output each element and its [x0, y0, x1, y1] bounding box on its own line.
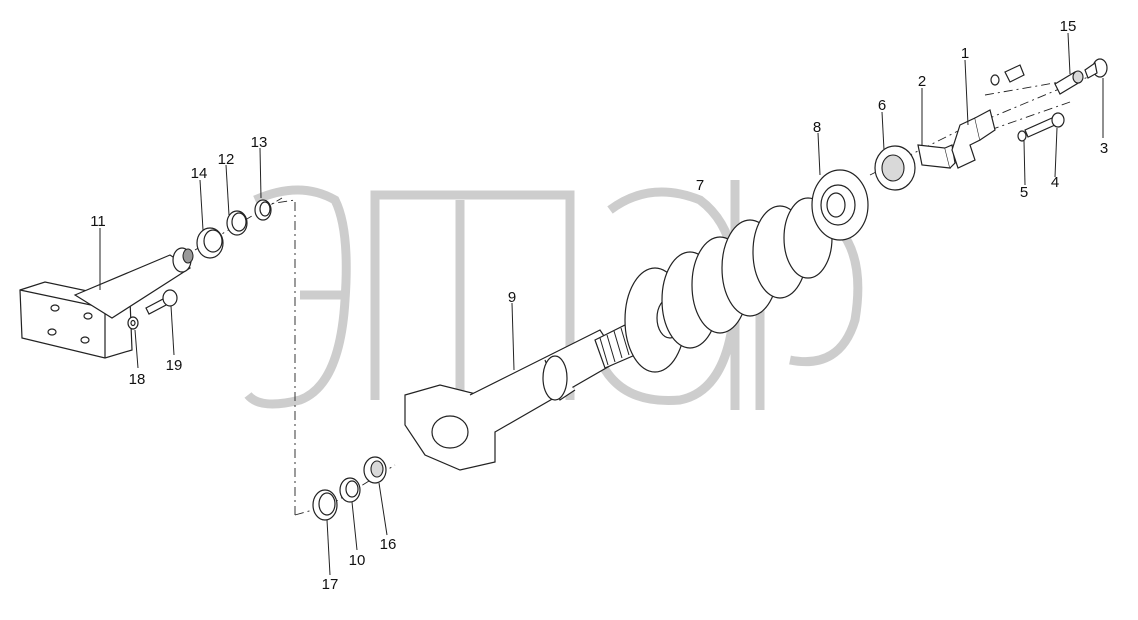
- callout-14: 14: [191, 165, 208, 182]
- part-7-spring: [624, 197, 833, 373]
- callout-11: 11: [90, 213, 106, 230]
- part-9-tension-rod: [404, 324, 636, 471]
- part-5-washer: [1017, 130, 1027, 142]
- callout-3: 3: [1100, 140, 1108, 157]
- leader-lines: [99, 32, 1104, 576]
- callout-10: 10: [349, 552, 366, 569]
- part-6-bushing: [874, 145, 916, 191]
- callout-18: 18: [129, 371, 146, 388]
- part-8-nut: [811, 169, 869, 241]
- part-fitting-top: [990, 64, 1025, 86]
- part-19-bolt: [145, 289, 178, 315]
- callout-5: 5: [1020, 184, 1028, 201]
- part-18-washer: [127, 316, 139, 330]
- part-14-ring: [196, 227, 224, 259]
- callout-15: 15: [1060, 18, 1077, 35]
- callout-2: 2: [918, 73, 926, 90]
- part-10-ring: [339, 477, 361, 503]
- callout-7: 7: [696, 177, 704, 194]
- part-17-ring: [312, 489, 338, 521]
- callout-13: 13: [251, 134, 268, 151]
- callout-8: 8: [813, 119, 821, 136]
- part-13-clip: [254, 199, 272, 221]
- callout-16: 16: [380, 536, 397, 553]
- part-2-block: [917, 144, 956, 169]
- part-12-ring: [226, 210, 248, 236]
- part-4-bolt: [1024, 112, 1065, 138]
- callout-19: 19: [166, 357, 183, 374]
- part-11-rod-bracket: [19, 247, 194, 359]
- part-1-bracket: [951, 109, 996, 169]
- callout-4: 4: [1051, 174, 1059, 191]
- part-15-fitting: [1054, 70, 1084, 95]
- callout-17: 17: [322, 576, 339, 593]
- part-16-bushing: [363, 456, 387, 484]
- part-3-bolt: [1084, 58, 1108, 79]
- callout-12: 12: [218, 151, 235, 168]
- callout-1: 1: [961, 45, 969, 62]
- callout-9: 9: [508, 289, 516, 306]
- callout-6: 6: [878, 97, 886, 114]
